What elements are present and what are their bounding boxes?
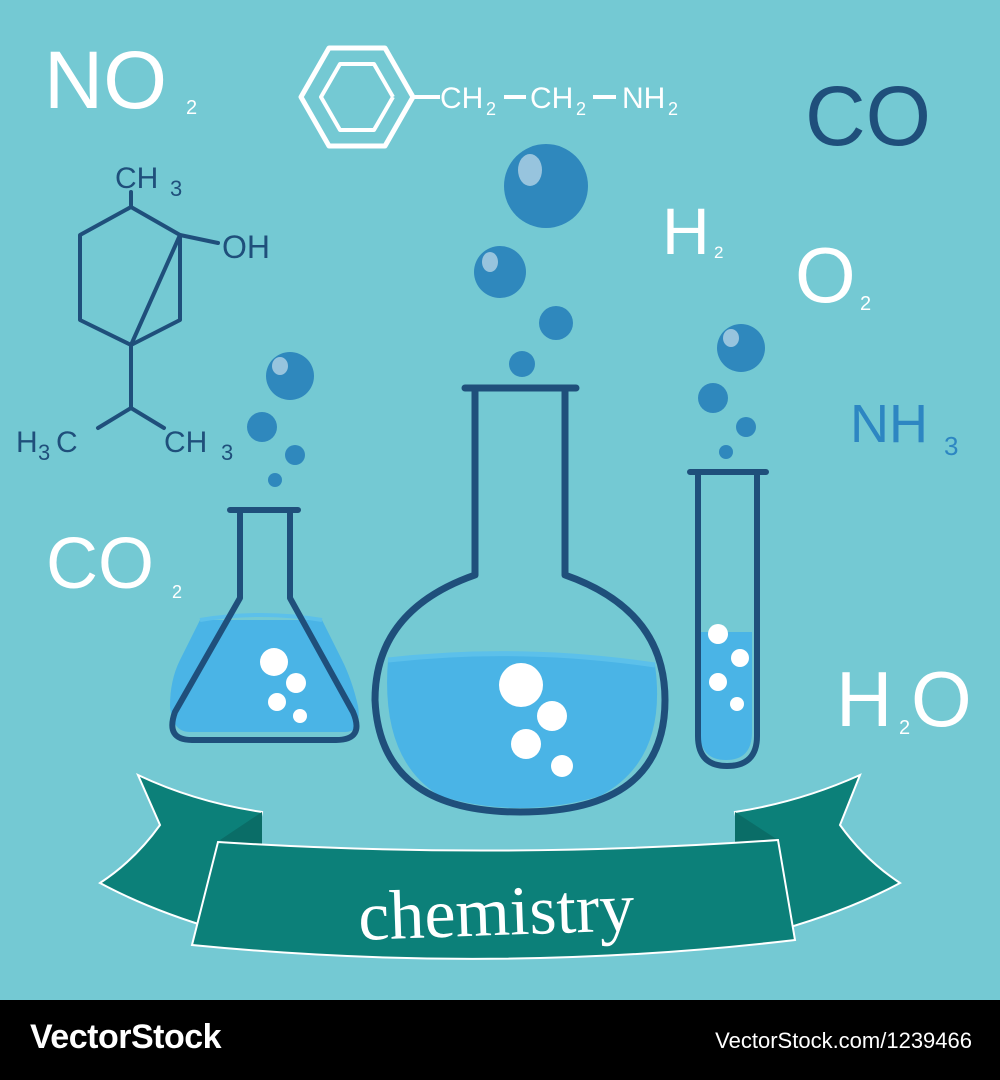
bubble [537, 701, 567, 731]
formula-h2: H 2 [662, 194, 723, 268]
bubble [285, 445, 305, 465]
erlenmeyer-liquid [170, 620, 359, 732]
bond-oh [178, 233, 220, 245]
ch2-group-a-sub: 2 [486, 99, 496, 119]
benzene-inner-ring [319, 62, 395, 132]
bubble [511, 729, 541, 759]
ch3-top-sub: 3 [170, 176, 182, 201]
bubble [504, 144, 588, 228]
bubble [698, 383, 728, 413]
bicyclic-structure [78, 190, 220, 430]
bond-isopropyl-left [96, 406, 133, 430]
bubble [731, 649, 749, 667]
formula-h2o-sub: 2 [899, 717, 910, 739]
nh2-group: NH [622, 82, 665, 115]
ch2-group-b-sub: 2 [576, 99, 586, 119]
test-tube-outline [687, 469, 769, 769]
bond-isopropyl-right [129, 406, 166, 430]
formula-no2-main: NO [44, 35, 167, 126]
ch2-group-b: CH [530, 82, 573, 115]
formula-nh3-main: NH [850, 394, 928, 454]
h3c-left-sub: 3 [38, 440, 50, 465]
bubble-highlight [482, 252, 498, 272]
h3c-left-h: H [16, 426, 38, 459]
formula-no2: NO 2 [44, 35, 197, 126]
formula-o2-sub: 2 [860, 293, 871, 315]
formula-co2-sub: 2 [172, 582, 182, 602]
oh-label: OH [222, 229, 270, 265]
bubble [730, 697, 744, 711]
ch3-right-label: CH [164, 426, 207, 459]
bubble [539, 306, 573, 340]
bubble [719, 445, 733, 459]
formula-h2o-o: O [911, 655, 972, 743]
bubble [247, 412, 277, 442]
bubble-highlight [272, 357, 288, 375]
bubble [709, 673, 727, 691]
formula-co: CO [805, 69, 931, 163]
watermark-reference: VectorStock.com/1239466 [715, 1028, 972, 1053]
formula-h2o: H 2 O [836, 655, 972, 743]
h3c-left-c: C [56, 426, 78, 459]
round-bottom-flask [371, 384, 669, 816]
formula-h2-main: H [662, 194, 710, 268]
ribbon-center [190, 838, 797, 960]
bubble [286, 673, 306, 693]
formula-co2: CO 2 [46, 524, 182, 604]
ch2-group-a: CH [440, 82, 483, 115]
phenethylamine-structure: CH 2 CH 2 NH 2 [298, 45, 678, 149]
banner-text: chemistry [357, 869, 636, 956]
bubble [708, 624, 728, 644]
bicyclic-labels: CH 3 OH H 3 C CH 3 [16, 162, 270, 465]
formula-co2-main: CO [46, 524, 154, 604]
erlenmeyer-liquid-surface [199, 613, 323, 622]
formula-no2-sub: 2 [186, 97, 197, 119]
formula-nh3: NH 3 [850, 394, 958, 461]
bubble [551, 755, 573, 777]
bubble-highlight [723, 329, 739, 347]
formula-o2-main: O [795, 231, 856, 319]
bubble-highlight [518, 154, 542, 186]
benzene-ring [298, 45, 416, 149]
bubble [293, 709, 307, 723]
bridge-bond [129, 233, 182, 347]
bubble [499, 663, 543, 707]
bubble [717, 324, 765, 372]
erlenmeyer-flask [169, 507, 360, 743]
ch3-top-label: CH [115, 162, 158, 195]
illustration-canvas: NO 2 CO H 2 O 2 NH 3 CO 2 H 2 O CH 2 CH … [16, 35, 972, 960]
formula-h2o-h: H [836, 655, 892, 743]
erlenmeyer-outline [169, 507, 360, 743]
test-tube [687, 469, 769, 769]
bubble [268, 693, 286, 711]
formula-o2: O 2 [795, 231, 871, 319]
ribbon-banner: chemistry [98, 772, 902, 960]
formula-h2-sub: 2 [714, 243, 723, 262]
watermark-brand: VectorStock [30, 1018, 222, 1056]
bubble [268, 473, 282, 487]
watermark-footer: VectorStock VectorStock.com/1239466 [0, 1000, 1000, 1080]
round-flask-outline [371, 384, 669, 816]
nh2-group-sub: 2 [668, 99, 678, 119]
bubble [474, 246, 526, 298]
bubble [260, 648, 288, 676]
rising-bubbles [247, 144, 765, 487]
ch3-right-sub: 3 [221, 440, 233, 465]
bubble [736, 417, 756, 437]
bubble [509, 351, 535, 377]
round-flask-liquid-surface [387, 651, 656, 668]
formula-nh3-sub: 3 [944, 431, 958, 461]
formula-co-main: CO [805, 69, 931, 163]
bubble [266, 352, 314, 400]
cyclohexane-ring [78, 205, 182, 347]
